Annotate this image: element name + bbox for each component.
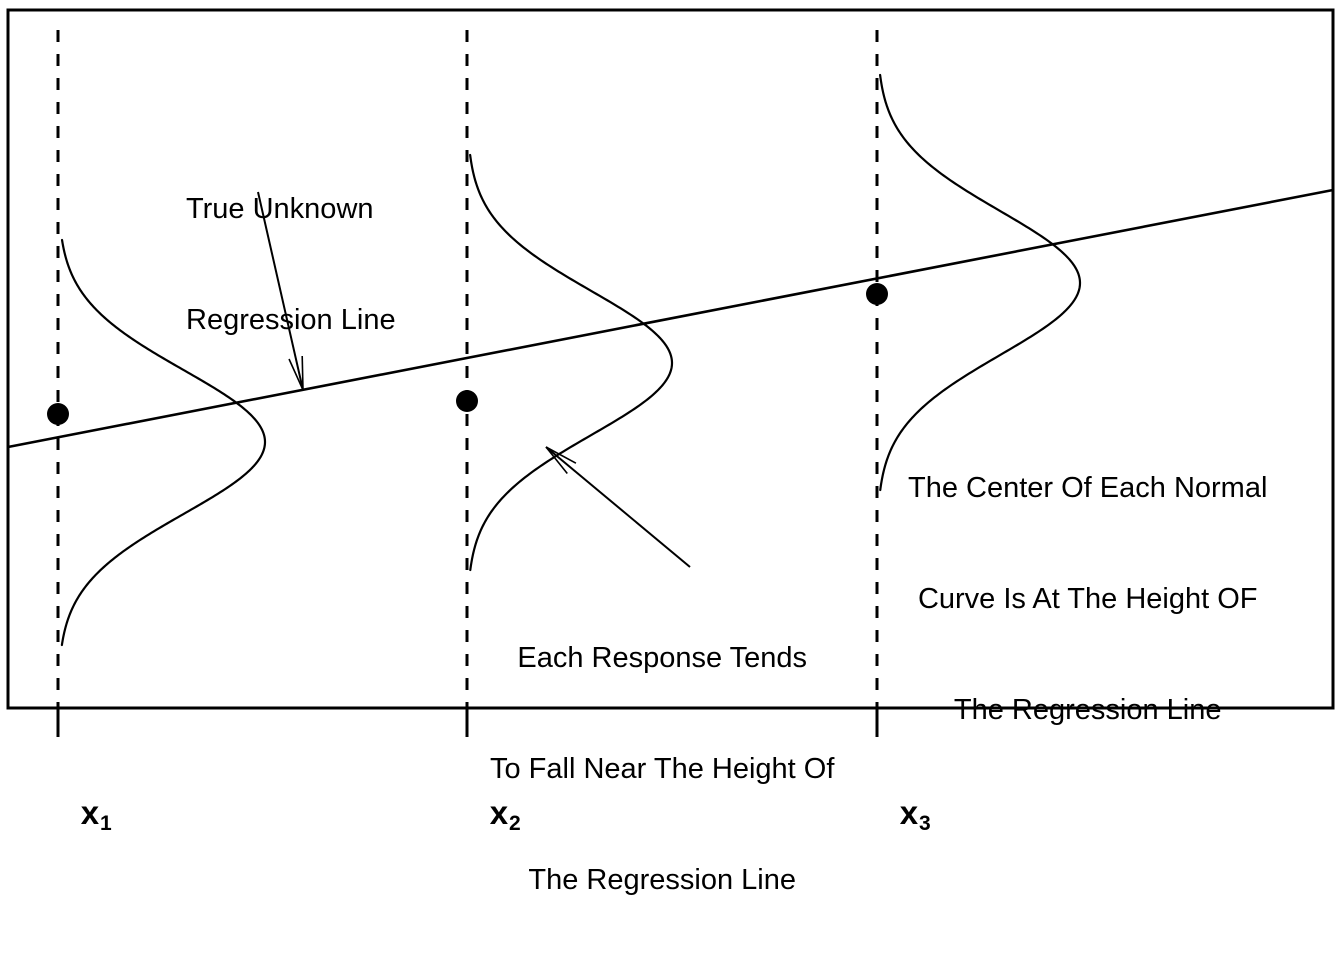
tick-label-base: x (489, 794, 509, 831)
annotation-line-1: The Center Of Each Normal (908, 472, 1268, 504)
arrow-response-height-head-1 (545, 446, 577, 464)
regression-diagram: True Unknown Regression Line Each Respon… (6, 8, 1335, 896)
response-point-x1 (47, 403, 69, 425)
annotation-line-2: Curve Is At The Height OF (917, 583, 1258, 615)
axis-ticks (56, 708, 879, 737)
tick-label-subscript: 2 (509, 812, 521, 835)
axis-tick-label-x1: x1 (44, 756, 112, 870)
tick-label-base: x (899, 794, 919, 831)
normal-curve-x3 (879, 73, 1082, 492)
axis-tick-label-x2: x2 (453, 756, 521, 870)
normal-curves (60, 73, 1082, 647)
regression-line-segment (7, 188, 1334, 449)
annotation-line-3: The Regression Line (953, 694, 1222, 726)
arrow-regression-line-shaft (257, 191, 304, 391)
annotation-true-unknown-regression-line: True Unknown Regression Line (186, 117, 396, 413)
regression-line (7, 188, 1334, 449)
annotation-arrows (257, 191, 691, 568)
arrow-response-height-shaft (545, 446, 691, 568)
plot-frame (6, 8, 1335, 710)
annotation-line-1: Each Response Tends (517, 642, 808, 674)
tick-label-subscript: 1 (100, 812, 112, 835)
diagram-canvas (6, 8, 1335, 737)
annotation-center-of-each-normal-curve: The Center Of Each Normal Curve Is At Th… (908, 396, 1267, 803)
tick-label-base: x (80, 794, 100, 831)
annotation-line-2: To Fall Near The Height Of (490, 753, 835, 785)
axis-tick-label-x3: x3 (863, 756, 931, 870)
arrow-regression-line-head-2 (301, 355, 304, 391)
arrow-regression-line-head-1 (288, 358, 304, 391)
annotation-line-2: Regression Line (186, 304, 396, 336)
annotation-line-3: The Regression Line (528, 864, 796, 896)
annotation-line-1: True Unknown (186, 193, 374, 225)
response-point-x3 (866, 283, 888, 305)
plot-frame-border (6, 8, 1335, 710)
normal-curve-x2 (469, 153, 674, 572)
annotation-each-response-tends: Each Response Tends To Fall Near The Hei… (490, 566, 834, 973)
tick-label-subscript: 3 (919, 812, 931, 835)
vertical-dashed-lines (56, 30, 879, 708)
response-point-x2 (456, 390, 478, 412)
normal-curve-x1 (60, 238, 267, 647)
response-points (47, 283, 888, 425)
arrow-response-height-head-2 (545, 446, 568, 475)
